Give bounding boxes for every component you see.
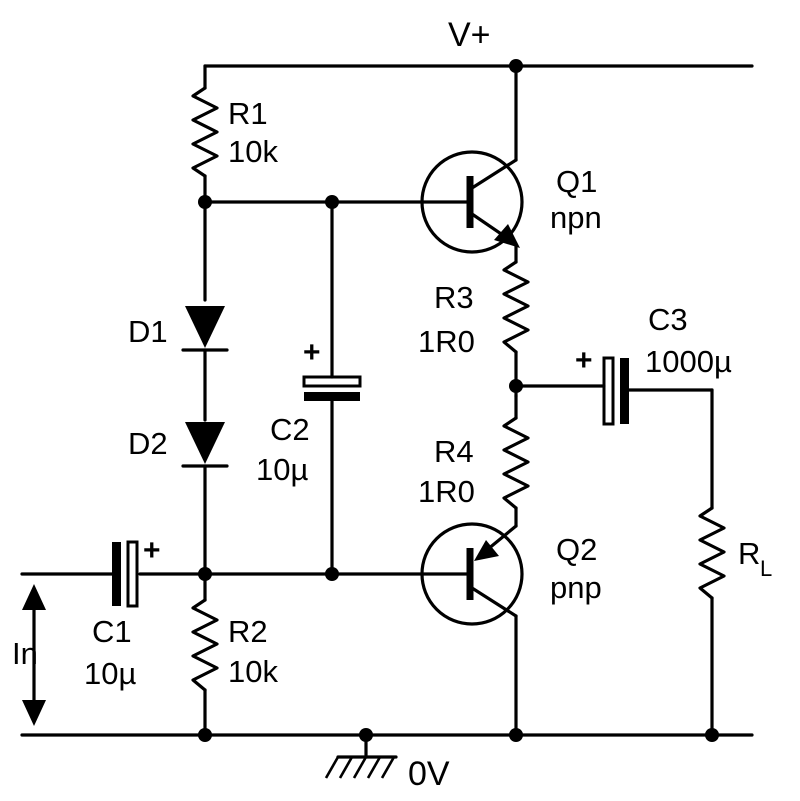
q2-type-label: pnp (550, 570, 602, 605)
d1-ref-label: D1 (128, 314, 168, 349)
r2-ref-label: R2 (228, 614, 268, 649)
input-arrow (22, 584, 46, 726)
ground-rail (20, 733, 754, 779)
resistor-r3 (502, 260, 530, 398)
capacitor-c2 (302, 200, 362, 576)
r4-ref-label: R4 (434, 434, 474, 469)
ground-label: 0V (408, 755, 450, 793)
q2-ref-label: Q2 (556, 532, 597, 567)
c3-polarity-label: + (575, 344, 593, 377)
r3-value-label: 1R0 (418, 324, 475, 359)
r4-value-label: 1R0 (418, 474, 475, 509)
r1-ref-label: R1 (228, 96, 268, 131)
c1-polarity-label: + (143, 534, 161, 567)
d2-ref-label: D2 (128, 426, 168, 461)
capacitor-c1 (20, 540, 139, 608)
q1-ref-label: Q1 (556, 164, 597, 199)
transistor-q2 (420, 522, 524, 737)
c2-polarity-label: + (303, 336, 321, 369)
rl-ref-label: R (738, 536, 760, 571)
diode-d2 (181, 422, 229, 576)
q1-bias-wire (203, 200, 472, 302)
resistor-rl (698, 388, 726, 737)
r2-value-label: 10k (228, 654, 278, 689)
resistor-r2 (191, 572, 219, 737)
rl-sub-label: L (760, 556, 772, 581)
c1-value-label: 10µ (84, 656, 136, 691)
resistor-r1 (191, 64, 219, 204)
transistor-q1 (420, 64, 524, 264)
q1-type-label: npn (550, 200, 602, 235)
positive-supply-label: V+ (448, 16, 491, 54)
c2-ref-label: C2 (270, 412, 310, 447)
c3-ref-label: C3 (648, 302, 688, 337)
resistor-r4 (502, 394, 530, 528)
c1-ref-label: C1 (92, 614, 132, 649)
c3-value-label: 1000µ (645, 344, 732, 379)
r1-value-label: 10k (228, 134, 278, 169)
diode-d1 (181, 306, 229, 422)
r3-ref-label: R3 (434, 280, 474, 315)
junction-dots (198, 59, 719, 742)
capacitor-c3 (602, 356, 714, 426)
c2-value-label: 10µ (256, 452, 308, 487)
input-label: In (12, 636, 38, 671)
